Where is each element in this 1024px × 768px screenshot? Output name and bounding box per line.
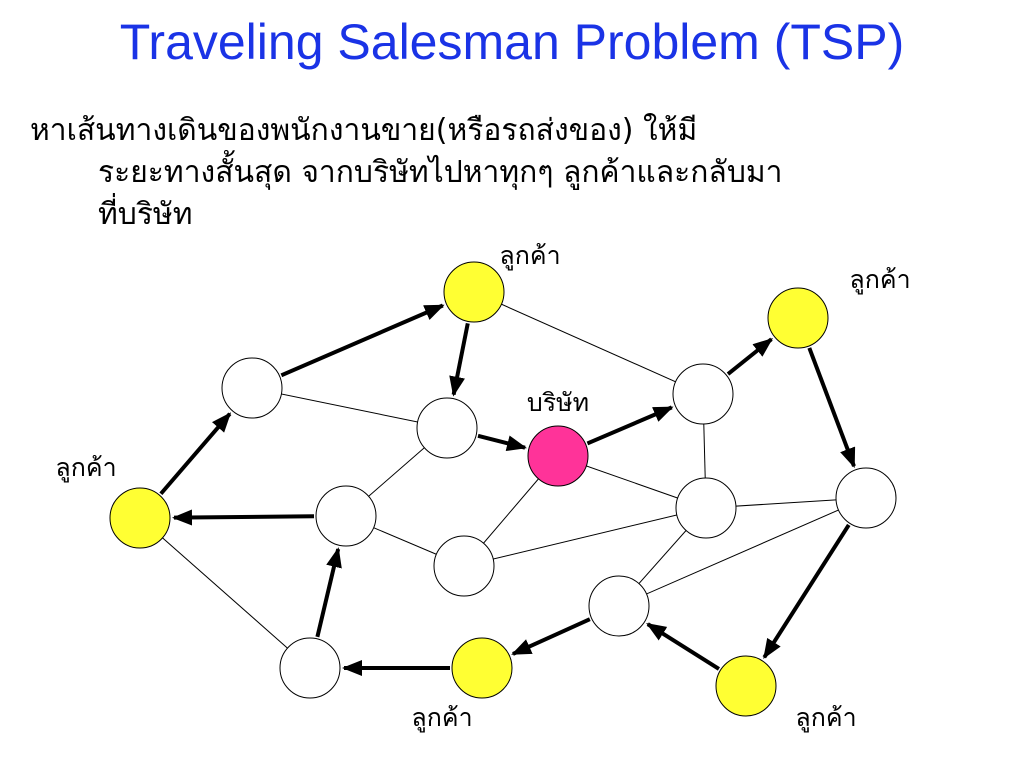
tour-arrow-2 [280, 303, 445, 378]
customer-label-bottom-mid: ลูกค้า [411, 703, 472, 733]
edge-customer-top-n-right-upper [473, 291, 704, 395]
tour-arrow-10 [511, 617, 591, 656]
edge-n-lower-right-n-far-right [618, 497, 867, 607]
tour-arrow-6 [726, 337, 774, 376]
node-company [527, 425, 589, 487]
node-n-bottom-left [279, 637, 341, 699]
tour-arrow-3 [449, 322, 470, 397]
problem-description: หาเส้นทางเดินของพนักงานขาย(หรือรถส่งของ)… [30, 110, 1020, 236]
edge-customer-left-n-bottom-left [139, 517, 311, 669]
edge-n-center-low-n-right-mid [463, 507, 707, 567]
description-line-3: ที่บริษัท [98, 197, 193, 232]
node-n-center-low [433, 535, 495, 597]
customer-label-bottom-right: ลูกค้า [795, 703, 856, 733]
tour-arrow-1 [159, 412, 232, 496]
tour-arrows [159, 303, 856, 676]
node-customer-bottom-right [715, 655, 777, 717]
node-n-center [416, 397, 478, 459]
node-n-right-upper [672, 363, 734, 425]
customer-label-left: ลูกค้า [55, 453, 116, 483]
network-nodes [109, 261, 897, 717]
tour-arrow-5 [586, 405, 674, 446]
customer-label-top: ลูกค้า [499, 241, 560, 271]
node-customer-top-right [767, 287, 829, 349]
node-n-right-mid [675, 477, 737, 539]
tour-arrow-12 [315, 547, 342, 638]
tour-arrow-4 [477, 433, 527, 452]
node-customer-bottom-mid [451, 637, 513, 699]
description-line-2: ระยะทางสั้นสุด จากบริษัทไปหาทุกๆ ลูกค้าแ… [98, 155, 783, 190]
tour-arrow-9 [646, 622, 720, 671]
company-label: บริษัท [527, 388, 589, 417]
tour-arrow-7 [807, 347, 856, 469]
node-customer-left [109, 487, 171, 549]
edge-n-upper-left-n-center [251, 387, 448, 429]
node-n-lower-right [588, 575, 650, 637]
node-customer-top [443, 261, 505, 323]
node-n-far-right [835, 467, 897, 529]
tour-arrow-8 [762, 523, 851, 660]
node-n-upper-left [221, 357, 283, 419]
description-line-1: หาเส้นทางเดินของพนักงานขาย(หรือรถส่งของ)… [30, 113, 698, 148]
customer-label-top-right: ลูกค้า [849, 265, 910, 295]
tour-arrow-13 [171, 509, 315, 526]
node-n-mid-left [315, 485, 377, 547]
page-title: Traveling Salesman Problem (TSP) [119, 14, 905, 70]
